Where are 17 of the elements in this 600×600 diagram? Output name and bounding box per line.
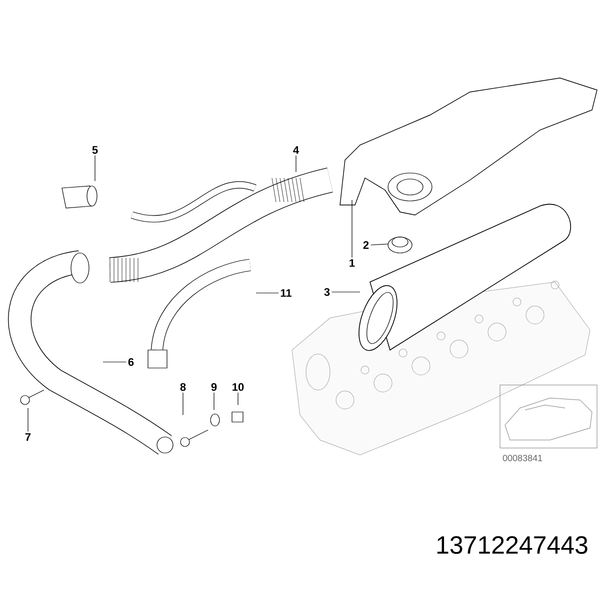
- callout-number: 3: [324, 288, 330, 296]
- callout-number: 6: [128, 358, 134, 366]
- callout-number: 7: [25, 433, 31, 441]
- callout-number: 1: [350, 259, 355, 267]
- leader-line: [256, 292, 279, 294]
- callout-number: 5: [92, 146, 98, 154]
- drawing-number: 00083841: [502, 454, 542, 462]
- callout-number: 11: [280, 289, 292, 297]
- callout-number: 9: [211, 383, 217, 391]
- leader-line: [370, 244, 388, 246]
- callout-number: 4: [293, 146, 299, 154]
- callout-number: 8: [180, 383, 186, 391]
- part-number: 13712247443: [437, 536, 588, 554]
- leader-line: [182, 392, 184, 416]
- callout-number: 2: [363, 241, 369, 249]
- callout-number: 10: [232, 383, 244, 391]
- leader-line: [94, 155, 96, 182]
